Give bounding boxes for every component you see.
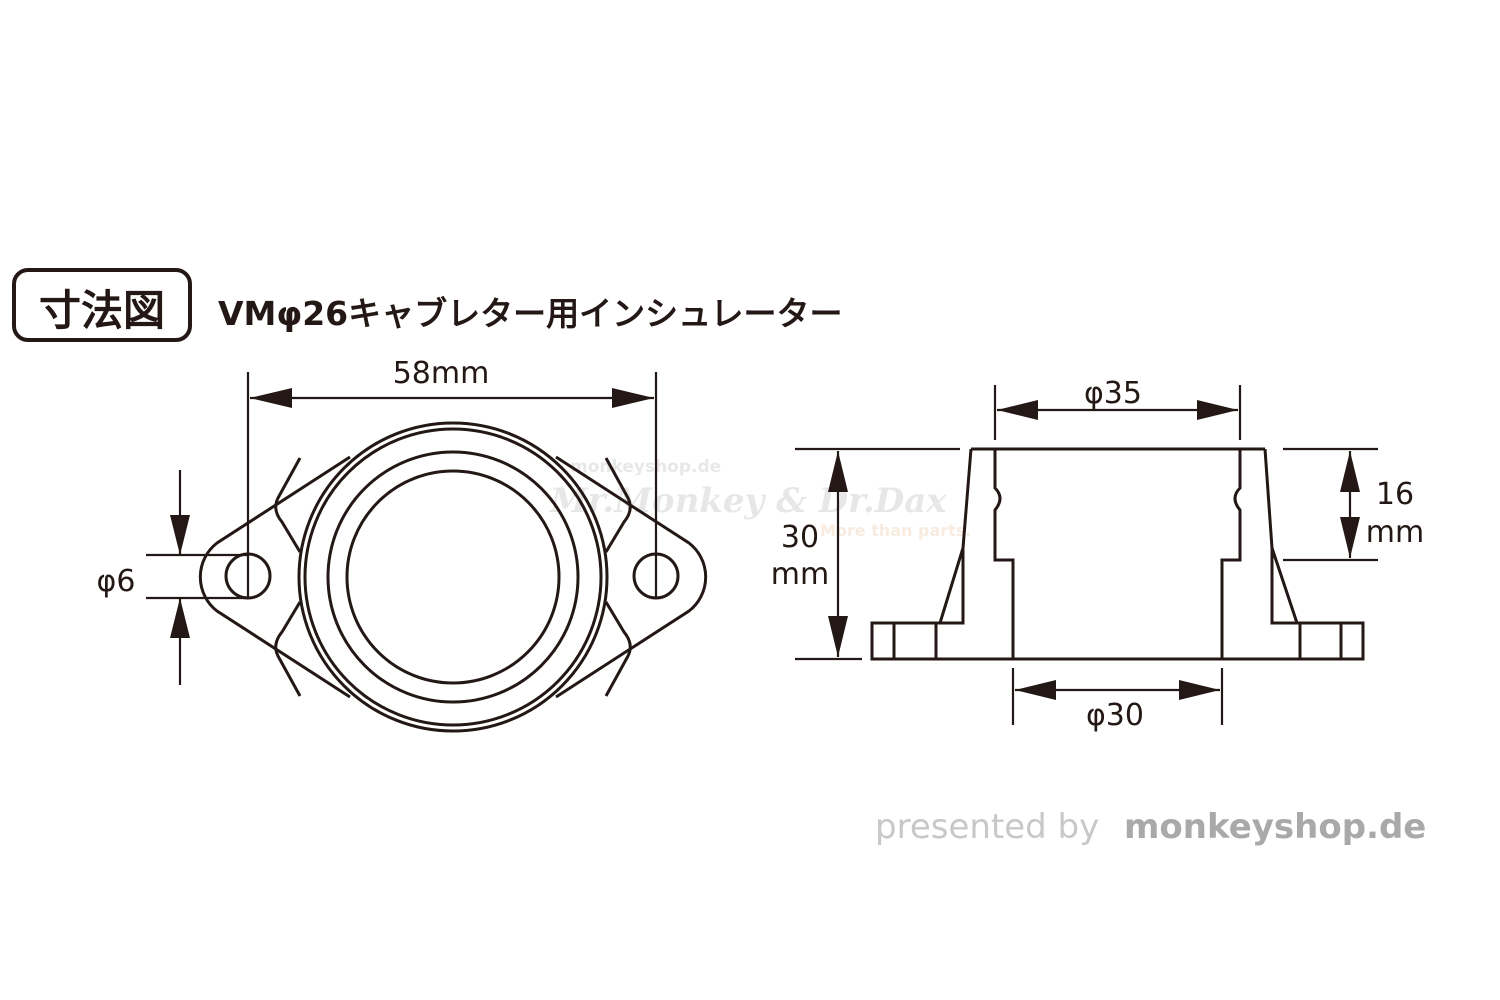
watermark: monkeyshop.de Mr.Monkey & Dr.Dax More th… [549, 457, 971, 540]
flange-outline-left [198, 455, 351, 699]
badge-label: 寸法図 [39, 286, 165, 335]
watermark-brand: Mr.Monkey & Dr.Dax [549, 481, 947, 521]
height-unit: mm [771, 557, 829, 592]
watermark-slogan: More than parts. [820, 521, 971, 540]
step-unit: mm [1366, 515, 1424, 550]
pocket-bottom-right [604, 601, 632, 697]
bottom-diameter-label: φ30 [1086, 698, 1144, 733]
page-title: VMφ26キャブレター用インシュレーター [218, 294, 842, 333]
badge-frame [12, 268, 192, 342]
top-diameter-label: φ35 [1084, 376, 1142, 411]
front-view: 58mm φ6 [97, 356, 708, 733]
footer-site: monkeyshop.de [1124, 807, 1426, 847]
watermark-domain: monkeyshop.de [570, 457, 721, 477]
pocket-top-right [604, 457, 632, 553]
pocket-top-left [274, 457, 302, 553]
side-view: φ35 30 mm 16 mm φ30 [771, 376, 1424, 733]
step-value: 16 [1376, 477, 1414, 512]
footer-presented-by: presented by [875, 807, 1099, 847]
flange-outline-right [555, 455, 708, 699]
hole-dimension-label: φ6 [97, 564, 136, 599]
height-value: 30 [781, 520, 819, 555]
pocket-bottom-left [274, 601, 302, 697]
width-dimension-label: 58mm [393, 356, 490, 391]
